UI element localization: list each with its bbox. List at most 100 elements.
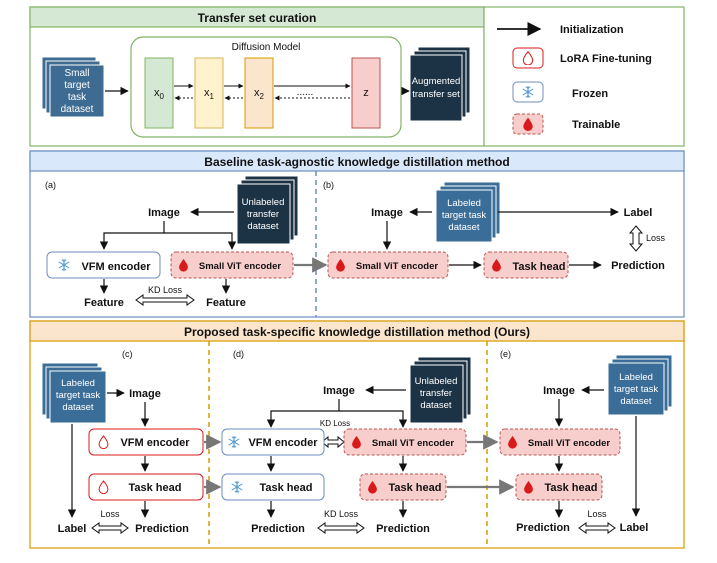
b-labeled-stack: Labeled target task dataset xyxy=(435,181,501,243)
proposed-header xyxy=(29,320,685,342)
baseline-frame xyxy=(29,150,685,318)
e-prediction: Prediction xyxy=(516,522,570,534)
d-vfm-encoder-label: VFM encoder xyxy=(248,437,318,449)
e-task-head xyxy=(515,473,603,501)
x1-label: x1 xyxy=(204,87,215,101)
b-small-vit-encoder xyxy=(327,251,449,279)
e-label: Label xyxy=(620,522,649,534)
panel-a-label: (a) xyxy=(45,180,56,190)
e-loss: Loss xyxy=(587,509,607,519)
c-labeled-line3: dataset xyxy=(62,402,94,413)
legend-frozen: Frozen xyxy=(572,88,608,100)
legend: Initialization LoRA Fine-tuning Frozen T… xyxy=(483,6,685,147)
small-dataset-line1: Small xyxy=(64,68,89,79)
c-labeled-line2: target task xyxy=(56,390,101,401)
a-kd-loss: KD Loss xyxy=(148,285,183,295)
d-task-head-frozen xyxy=(221,473,325,501)
a-kd-double-arrow xyxy=(135,294,195,306)
d-vfm-encoder xyxy=(221,428,325,456)
z-block xyxy=(351,57,381,129)
proposed-section: Proposed task-specific knowledge distill… xyxy=(29,320,685,549)
a-vfm-encoder-label: VFM encoder xyxy=(81,261,151,273)
baseline-section: Baseline task-agnostic knowledge distill… xyxy=(29,150,685,318)
baseline-header xyxy=(29,150,685,172)
e-small-vit-label: Small ViT encoder xyxy=(528,438,610,449)
a-arrow-image-vit xyxy=(164,232,237,250)
c-labeled-stack: Labeled target task dataset xyxy=(41,362,107,424)
d-unlabeled-stack: Unlabeled transfer dataset xyxy=(409,356,472,424)
proposed-title: Proposed task-specific knowledge distill… xyxy=(184,325,530,339)
a-unlabeled-line1: Unlabeled xyxy=(242,197,285,208)
d-arrow-image-vit xyxy=(339,410,408,428)
e-loss-double-arrow xyxy=(578,522,616,534)
a-small-vit-encoder xyxy=(170,251,294,279)
b-small-vit-label: Small ViT encoder xyxy=(356,261,438,272)
transfer-section-title: Transfer set curation xyxy=(198,11,317,25)
transfer-set-section: Transfer set curation Small target task … xyxy=(29,6,485,147)
b-loss: Loss xyxy=(646,233,666,243)
d-arrow-image-vfm xyxy=(266,399,340,428)
e-labeled-line2: target task xyxy=(614,384,659,395)
c-task-head xyxy=(88,473,204,501)
a-unlabeled-line3: dataset xyxy=(247,221,279,232)
e-image: Image xyxy=(543,385,575,397)
d-prediction-left: Prediction xyxy=(251,523,305,535)
a-feature-right: Feature xyxy=(206,297,246,309)
b-image: Image xyxy=(371,207,403,219)
d-unlabeled-line1: Unlabeled xyxy=(415,376,458,387)
augmented-dataset-stack: Augmented transfer set xyxy=(409,46,471,122)
x2-label: x2 xyxy=(254,87,265,101)
b-loss-double-arrow xyxy=(628,225,644,252)
a-unlabeled-stack: Unlabeled transfer dataset xyxy=(236,175,299,245)
e-labeled-stack: Labeled target task dataset xyxy=(607,354,673,416)
a-feature-left: Feature xyxy=(84,297,124,309)
c-image: Image xyxy=(129,388,161,400)
d-task-head-frozen-label: Task head xyxy=(260,482,313,494)
legend-lora-box xyxy=(512,47,544,69)
e-task-head-label: Task head xyxy=(545,482,598,494)
panel-b-label: (b) xyxy=(323,180,334,190)
a-small-vit-label: Small ViT encoder xyxy=(199,261,281,272)
b-labeled-line2: target task xyxy=(442,210,487,221)
panel-c-label: (c) xyxy=(122,349,133,359)
x0-block xyxy=(144,57,174,129)
d-small-vit-encoder xyxy=(343,428,467,456)
c-vfm-encoder xyxy=(88,428,204,456)
augmented-line1: Augmented xyxy=(412,76,461,87)
a-image: Image xyxy=(148,207,180,219)
small-dataset-line3: task xyxy=(68,92,87,103)
d-unlabeled-line2: transfer xyxy=(420,388,452,399)
c-loss-double-arrow xyxy=(91,522,129,534)
baseline-title: Baseline task-agnostic knowledge distill… xyxy=(204,155,509,169)
x2-block xyxy=(244,57,274,129)
c-task-head-label: Task head xyxy=(129,482,182,494)
c-labeled-line1: Labeled xyxy=(61,378,95,389)
diffusion-dots: ...... xyxy=(297,87,314,98)
d-task-head-trainable xyxy=(359,473,447,501)
d-prediction-right: Prediction xyxy=(376,523,430,535)
b-label: Label xyxy=(624,207,653,219)
d-small-vit-label: Small ViT encoder xyxy=(372,438,454,449)
legend-lora: LoRA Fine-tuning xyxy=(560,53,652,65)
x1-block xyxy=(194,57,224,129)
b-task-head xyxy=(483,251,569,279)
small-dataset-line4: dataset xyxy=(61,104,94,115)
e-labeled-line1: Labeled xyxy=(619,372,653,383)
a-vfm-encoder xyxy=(46,251,161,279)
e-small-vit-encoder xyxy=(499,428,621,456)
c-prediction: Prediction xyxy=(135,523,189,535)
legend-trainable: Trainable xyxy=(572,119,620,131)
d-unlabeled-line3: dataset xyxy=(420,400,452,411)
a-arrow-image-vfm xyxy=(99,221,165,250)
d-kd-bottom-double-arrow xyxy=(317,522,365,534)
x0-label: x0 xyxy=(154,87,165,101)
b-prediction: Prediction xyxy=(611,260,665,272)
c-loss: Loss xyxy=(100,509,120,519)
augmented-line2: transfer set xyxy=(412,89,460,100)
e-labeled-line3: dataset xyxy=(620,396,652,407)
b-labeled-line3: dataset xyxy=(448,222,480,233)
diffusion-model-title: Diffusion Model xyxy=(232,42,301,53)
small-dataset-stack: Small target task dataset xyxy=(41,56,105,118)
